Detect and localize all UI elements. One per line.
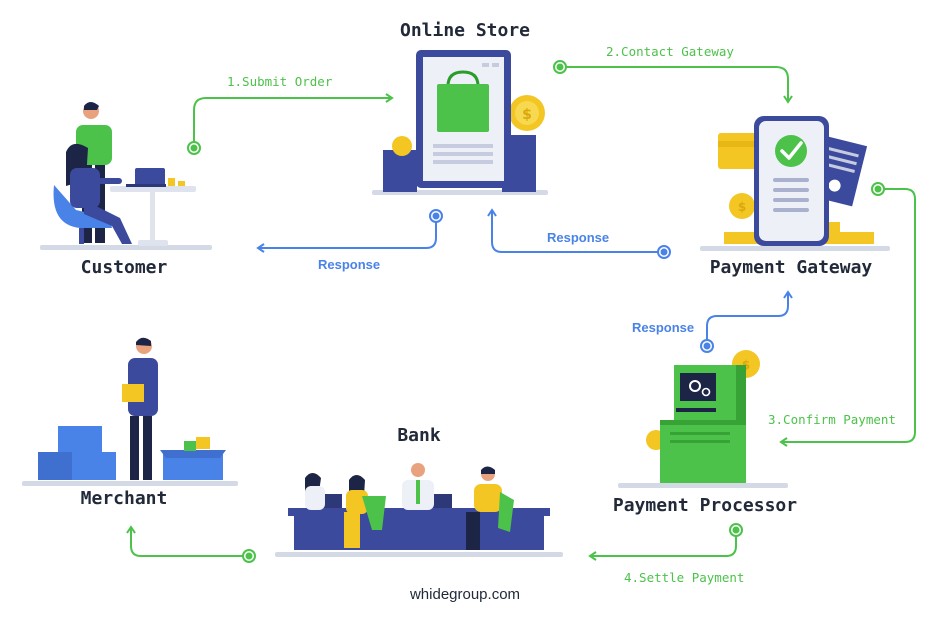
- customer-icon: [40, 102, 212, 250]
- submit-order-label: 1.Submit Order: [227, 74, 333, 89]
- merchant-icon: [22, 337, 238, 486]
- payment-processor-title: Payment Processor: [612, 495, 798, 516]
- edge-contact-gateway: [553, 60, 793, 104]
- response-processor-gateway-label: Response: [632, 320, 695, 335]
- payment-processor-icon: $: [618, 350, 788, 488]
- merchant-title: Merchant: [80, 488, 168, 509]
- svg-text:$: $: [738, 200, 746, 214]
- settle-payment-label: 4.Settle Payment: [624, 570, 745, 585]
- footer-credit: whidegroup.com: [409, 586, 521, 603]
- edge-bank-to-merchant: [126, 525, 256, 563]
- edge-response-store-customer: [256, 209, 443, 253]
- confirm-payment-label: 3.Confirm Payment: [768, 412, 896, 427]
- response-store-customer-label: Response: [318, 257, 381, 272]
- contact-gateway-label: 2.Contact Gateway: [606, 44, 734, 59]
- bank-title: Bank: [397, 425, 441, 446]
- payment-gateway-icon: $: [700, 116, 890, 251]
- edge-submit-order: [187, 93, 394, 155]
- edge-confirm-payment: [779, 182, 916, 447]
- edge-response-processor-gateway: [700, 290, 793, 353]
- bank-icon: [275, 463, 563, 557]
- online-store-title: Online Store: [399, 20, 531, 41]
- online-store-icon: $: [372, 50, 548, 195]
- response-gateway-store-label: Response: [547, 230, 610, 245]
- edge-settle-payment: [588, 523, 743, 561]
- customer-title: Customer: [80, 257, 168, 278]
- edge-response-gateway-store: [487, 208, 671, 259]
- svg-text:$: $: [522, 107, 532, 123]
- payment-gateway-title: Payment Gateway: [709, 257, 873, 278]
